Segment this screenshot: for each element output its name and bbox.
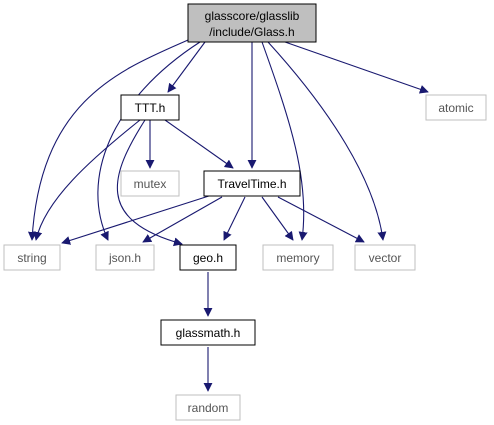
node-ttt-h[interactable]: TTT.h bbox=[120, 94, 180, 121]
node-atomic-label: atomic bbox=[438, 101, 473, 115]
edge-glass-to-ttt bbox=[167, 41, 206, 93]
edge-ttt-to-string bbox=[33, 119, 141, 241]
node-vector: vector bbox=[354, 244, 416, 271]
node-traveltime-h[interactable]: TravelTime.h bbox=[203, 170, 301, 197]
edge-traveltime-to-vector bbox=[277, 196, 365, 243]
node-mutex-label: mutex bbox=[134, 177, 167, 191]
node-json-h-label: json.h bbox=[108, 251, 141, 265]
node-glassmath-h-label: glassmath.h bbox=[176, 326, 241, 340]
edge-glass-to-memory bbox=[261, 41, 308, 241]
node-memory: memory bbox=[262, 244, 334, 271]
edge-traveltime-to-geo bbox=[223, 196, 246, 241]
node-atomic: atomic bbox=[425, 94, 487, 121]
node-glass-h-label-line1: glasscore/glasslib bbox=[205, 9, 300, 23]
node-random-label: random bbox=[188, 401, 229, 415]
node-glassmath-h[interactable]: glassmath.h bbox=[160, 319, 256, 346]
edge-traveltime-to-string bbox=[61, 194, 213, 245]
node-string-label: string bbox=[17, 251, 46, 265]
edge-traveltime-to-memory bbox=[261, 196, 294, 241]
node-geo-h-label: geo.h bbox=[193, 251, 223, 265]
edge-ttt-to-geo bbox=[116, 119, 183, 247]
edge-ttt-to-traveltime bbox=[164, 119, 234, 169]
edge-glass-to-string bbox=[27, 39, 189, 241]
node-geo-h[interactable]: geo.h bbox=[179, 244, 237, 271]
node-json-h: json.h bbox=[95, 244, 155, 271]
node-string: string bbox=[3, 244, 61, 271]
node-vector-label: vector bbox=[369, 251, 402, 265]
edge-glass-to-json bbox=[97, 41, 201, 241]
node-glass-h[interactable]: glasscore/glasslib /include/Glass.h bbox=[187, 3, 317, 43]
node-glass-h-label-line2: /include/Glass.h bbox=[209, 25, 294, 39]
edge-traveltime-to-json bbox=[142, 196, 223, 243]
edge-glass-to-vector bbox=[267, 41, 387, 241]
node-random: random bbox=[175, 394, 241, 421]
node-memory-label: memory bbox=[276, 251, 319, 265]
node-mutex: mutex bbox=[120, 170, 180, 197]
node-ttt-h-label: TTT.h bbox=[135, 101, 166, 115]
edge-glass-to-atomic bbox=[284, 41, 429, 94]
node-traveltime-h-label: TravelTime.h bbox=[217, 177, 286, 191]
